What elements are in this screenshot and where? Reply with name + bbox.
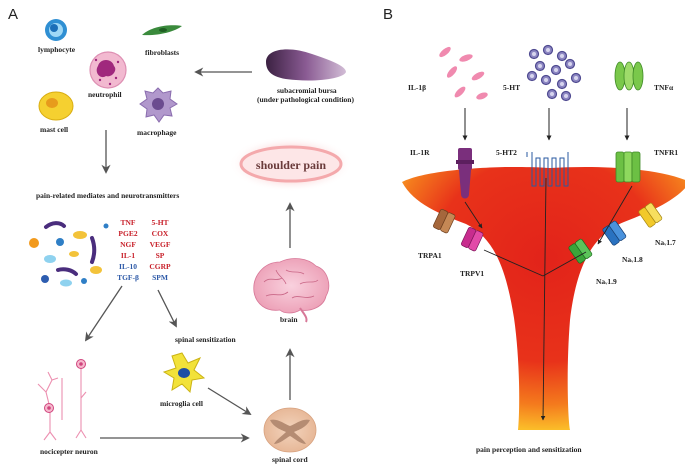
il1r-receptor-icon [456, 148, 474, 199]
nav17-label: Naᵥ1.7 [655, 238, 676, 247]
neutrophil-icon [89, 51, 127, 89]
bursa-label-1: subacromial bursa [277, 86, 337, 95]
trpv1-label: TRPV1 [460, 269, 484, 278]
mediators-column-2: 5-HT COX VEGF SP CGRP SPM [149, 218, 171, 282]
mast-cell-label: mast cell [40, 125, 68, 134]
microglia-label: microglia cell [160, 399, 203, 408]
pain-perception-label: pain perception and sensitization [476, 445, 582, 454]
lymphocyte-label: lymphocyte [38, 45, 76, 54]
panel-a-label: A [8, 6, 18, 23]
mediator-tgf-: TGF-β [117, 273, 139, 282]
nociceptor-label: nocicepter neuron [40, 447, 99, 456]
mediator-ngf: NGF [120, 240, 136, 249]
tnfr1-receptor-icon [615, 151, 641, 183]
mediators-title: pain-related mediates and neurotransmitt… [36, 191, 179, 200]
nav18-label: Naᵥ1.8 [622, 255, 643, 264]
nav19-channel-icon [568, 238, 593, 264]
arrow-to-spinal-sensitization [157, 289, 177, 328]
fibroblasts-label: fibroblasts [145, 48, 179, 57]
mediator-pge2: PGE2 [118, 229, 137, 238]
panel-b-label: B [383, 6, 393, 23]
5ht-label: 5-HT [503, 83, 520, 92]
mediator-il-1: IL-1 [121, 251, 135, 260]
mast-cell-icon [38, 91, 74, 121]
neutrophil-label: neutrophil [88, 90, 122, 99]
mediator-il-10: IL-10 [119, 262, 137, 271]
trpa1-channel-icon [433, 209, 456, 234]
macrophage-icon [139, 87, 178, 123]
shoulder-pain-label: shoulder pain [256, 158, 326, 172]
nav19-label: Naᵥ1.9 [596, 277, 617, 286]
arrow-to-nociceptor [84, 285, 123, 342]
mediator-cgrp: CGRP [149, 262, 171, 271]
mediator-vegf: VEGF [150, 240, 171, 249]
neuron-terminal-shape [402, 166, 685, 430]
mediator-cox: COX [152, 229, 169, 238]
brain-label: brain [280, 315, 298, 324]
il1b-label: IL-1β [408, 83, 426, 92]
brain-icon [253, 258, 330, 323]
spinal-cord-label: spinal cord [272, 455, 308, 464]
microglia-icon [162, 352, 206, 394]
5ht2-receptor-icon [526, 152, 569, 187]
bursa-icon [266, 49, 346, 81]
5ht-ligands-icon [526, 44, 582, 102]
molecules-cluster-icon [29, 221, 109, 287]
nav17-channel-icon [638, 202, 663, 228]
signaling-lines [464, 177, 633, 421]
tnfa-ligand-icon [614, 61, 644, 91]
macrophage-label: macrophage [137, 128, 177, 137]
mediator-5-ht: 5-HT [151, 218, 168, 227]
lymphocyte-icon [45, 19, 67, 41]
5ht2-label: 5-HT2 [496, 148, 517, 157]
trpa1-label: TRPA1 [418, 251, 442, 260]
mediator-tnf: TNF [121, 218, 136, 227]
trpv1-channel-icon [461, 227, 484, 252]
fibroblast-icon [142, 25, 182, 36]
mediator-sp: SP [156, 251, 165, 260]
il1r-label: IL-1R [410, 148, 430, 157]
il1b-ligands-icon [439, 46, 488, 100]
mediator-spm: SPM [152, 273, 168, 282]
arrow-microglia-to-cord [207, 387, 252, 415]
nociceptor-neuron-icon [37, 366, 87, 441]
shoulder-pain-badge: shoulder pain [229, 136, 353, 192]
bursa-label-2: (under pathological condition) [257, 95, 354, 104]
spinal-sensitization-label: spinal sensitization [175, 335, 236, 344]
tnfr1-label: TNFR1 [654, 148, 678, 157]
spinal-cord-icon [263, 407, 317, 453]
tnfa-label: TNFα [654, 83, 674, 92]
nav18-channel-icon [602, 220, 627, 246]
